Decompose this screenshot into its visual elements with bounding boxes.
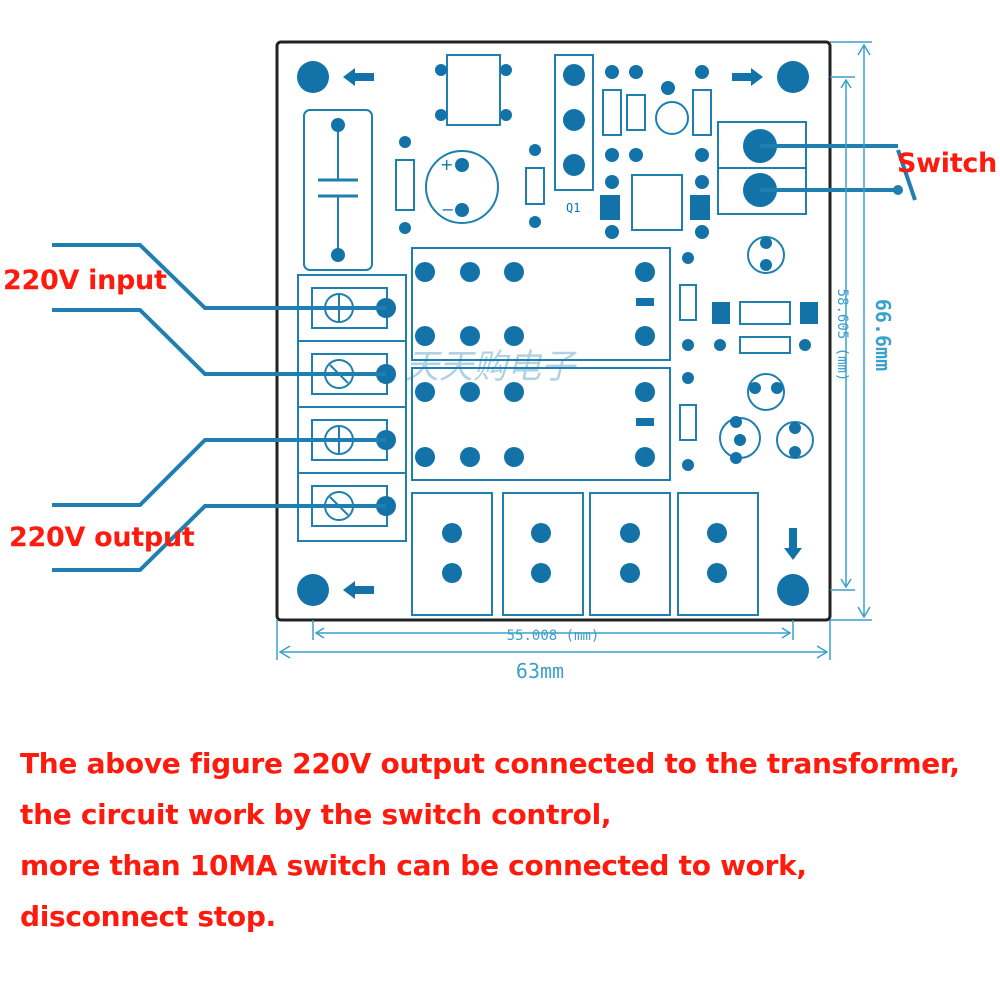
arrow-icons bbox=[343, 68, 802, 599]
pcb-diagram: + − Q1 bbox=[52, 40, 917, 683]
input-wires bbox=[52, 243, 386, 376]
output-label: 220V output bbox=[9, 522, 195, 553]
note-line: the circuit work by the switch control, bbox=[20, 798, 612, 831]
switch-label: Switch bbox=[897, 148, 997, 179]
input-label: 220V input bbox=[3, 265, 167, 296]
output-wires bbox=[52, 438, 386, 572]
x-capacitor bbox=[303, 109, 373, 271]
note-line: The above figure 220V output connected t… bbox=[20, 747, 960, 780]
width-dimension bbox=[276, 620, 831, 660]
mounting-holes bbox=[297, 61, 809, 606]
svg-text:+: + bbox=[440, 155, 453, 174]
control-components bbox=[600, 65, 712, 239]
watermark: 天天购电子 bbox=[405, 347, 577, 387]
electrolytic-capacitor: + − bbox=[425, 150, 499, 224]
height-dimension bbox=[830, 41, 872, 621]
pcb-board bbox=[275, 40, 832, 622]
q1-label: Q1 bbox=[566, 201, 580, 215]
outer-width-label: 63mm bbox=[516, 659, 564, 683]
bridge-rectifier bbox=[435, 54, 512, 126]
bottom-slots bbox=[411, 492, 759, 616]
relay-1 bbox=[411, 247, 671, 361]
small-components-top bbox=[395, 136, 545, 234]
right-components bbox=[679, 236, 818, 471]
note-line: disconnect stop. bbox=[20, 900, 276, 933]
svg-text:−: − bbox=[441, 200, 454, 219]
inner-width-label: 55.008 (mm) bbox=[507, 628, 600, 644]
relay-2 bbox=[411, 367, 671, 481]
switch-wires bbox=[760, 144, 917, 201]
transistor-q1: Q1 bbox=[554, 54, 594, 215]
explanation-note: The above figure 220V output connected t… bbox=[20, 738, 980, 942]
note-line: more than 10MA switch can be connected t… bbox=[20, 849, 807, 882]
inner-height-label: 58.605 (mm) bbox=[834, 289, 850, 382]
outer-height-label: 66.6mm bbox=[871, 299, 895, 371]
